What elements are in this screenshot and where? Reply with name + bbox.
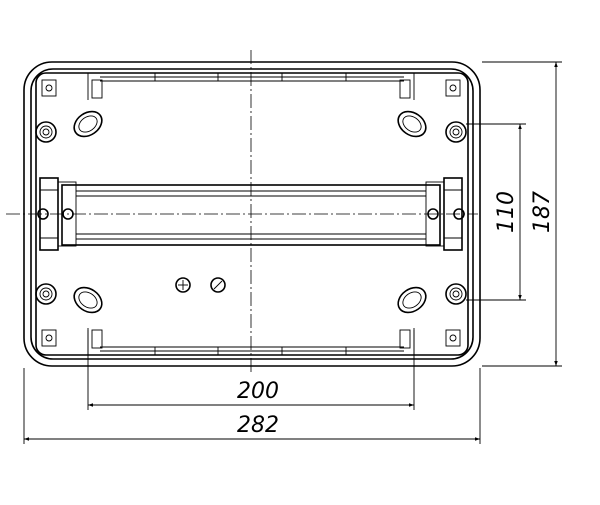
oval-slot-bottom-left — [73, 286, 103, 314]
screw-boss-top-right — [445, 121, 467, 143]
extension-lines — [23, 61, 562, 444]
center-screw-left — [175, 277, 191, 293]
center-screw-right — [210, 277, 226, 293]
screw-boss-top-left — [35, 121, 57, 143]
dim-label-inner-width: 200 — [237, 379, 279, 404]
dimension-lines — [24, 62, 558, 441]
oval-slot-top-left — [73, 110, 103, 138]
center-screws — [175, 277, 226, 293]
centerlines — [6, 50, 478, 372]
oval-slot-bottom-right — [397, 286, 427, 314]
dimension-labels: 200 282 110 187 — [237, 191, 555, 438]
oval-slot-top-right — [397, 110, 427, 138]
dim-label-inner-height: 110 — [494, 191, 519, 233]
oval-slots — [73, 110, 427, 314]
dim-label-overall-height: 187 — [530, 191, 555, 233]
screw-boss-bottom-right — [445, 283, 467, 305]
screw-boss-bottom-left — [35, 283, 57, 305]
screw-bosses — [35, 121, 467, 305]
dim-label-overall-width: 282 — [237, 413, 279, 438]
rib-strips — [87, 73, 415, 355]
corner-brackets — [41, 79, 461, 347]
